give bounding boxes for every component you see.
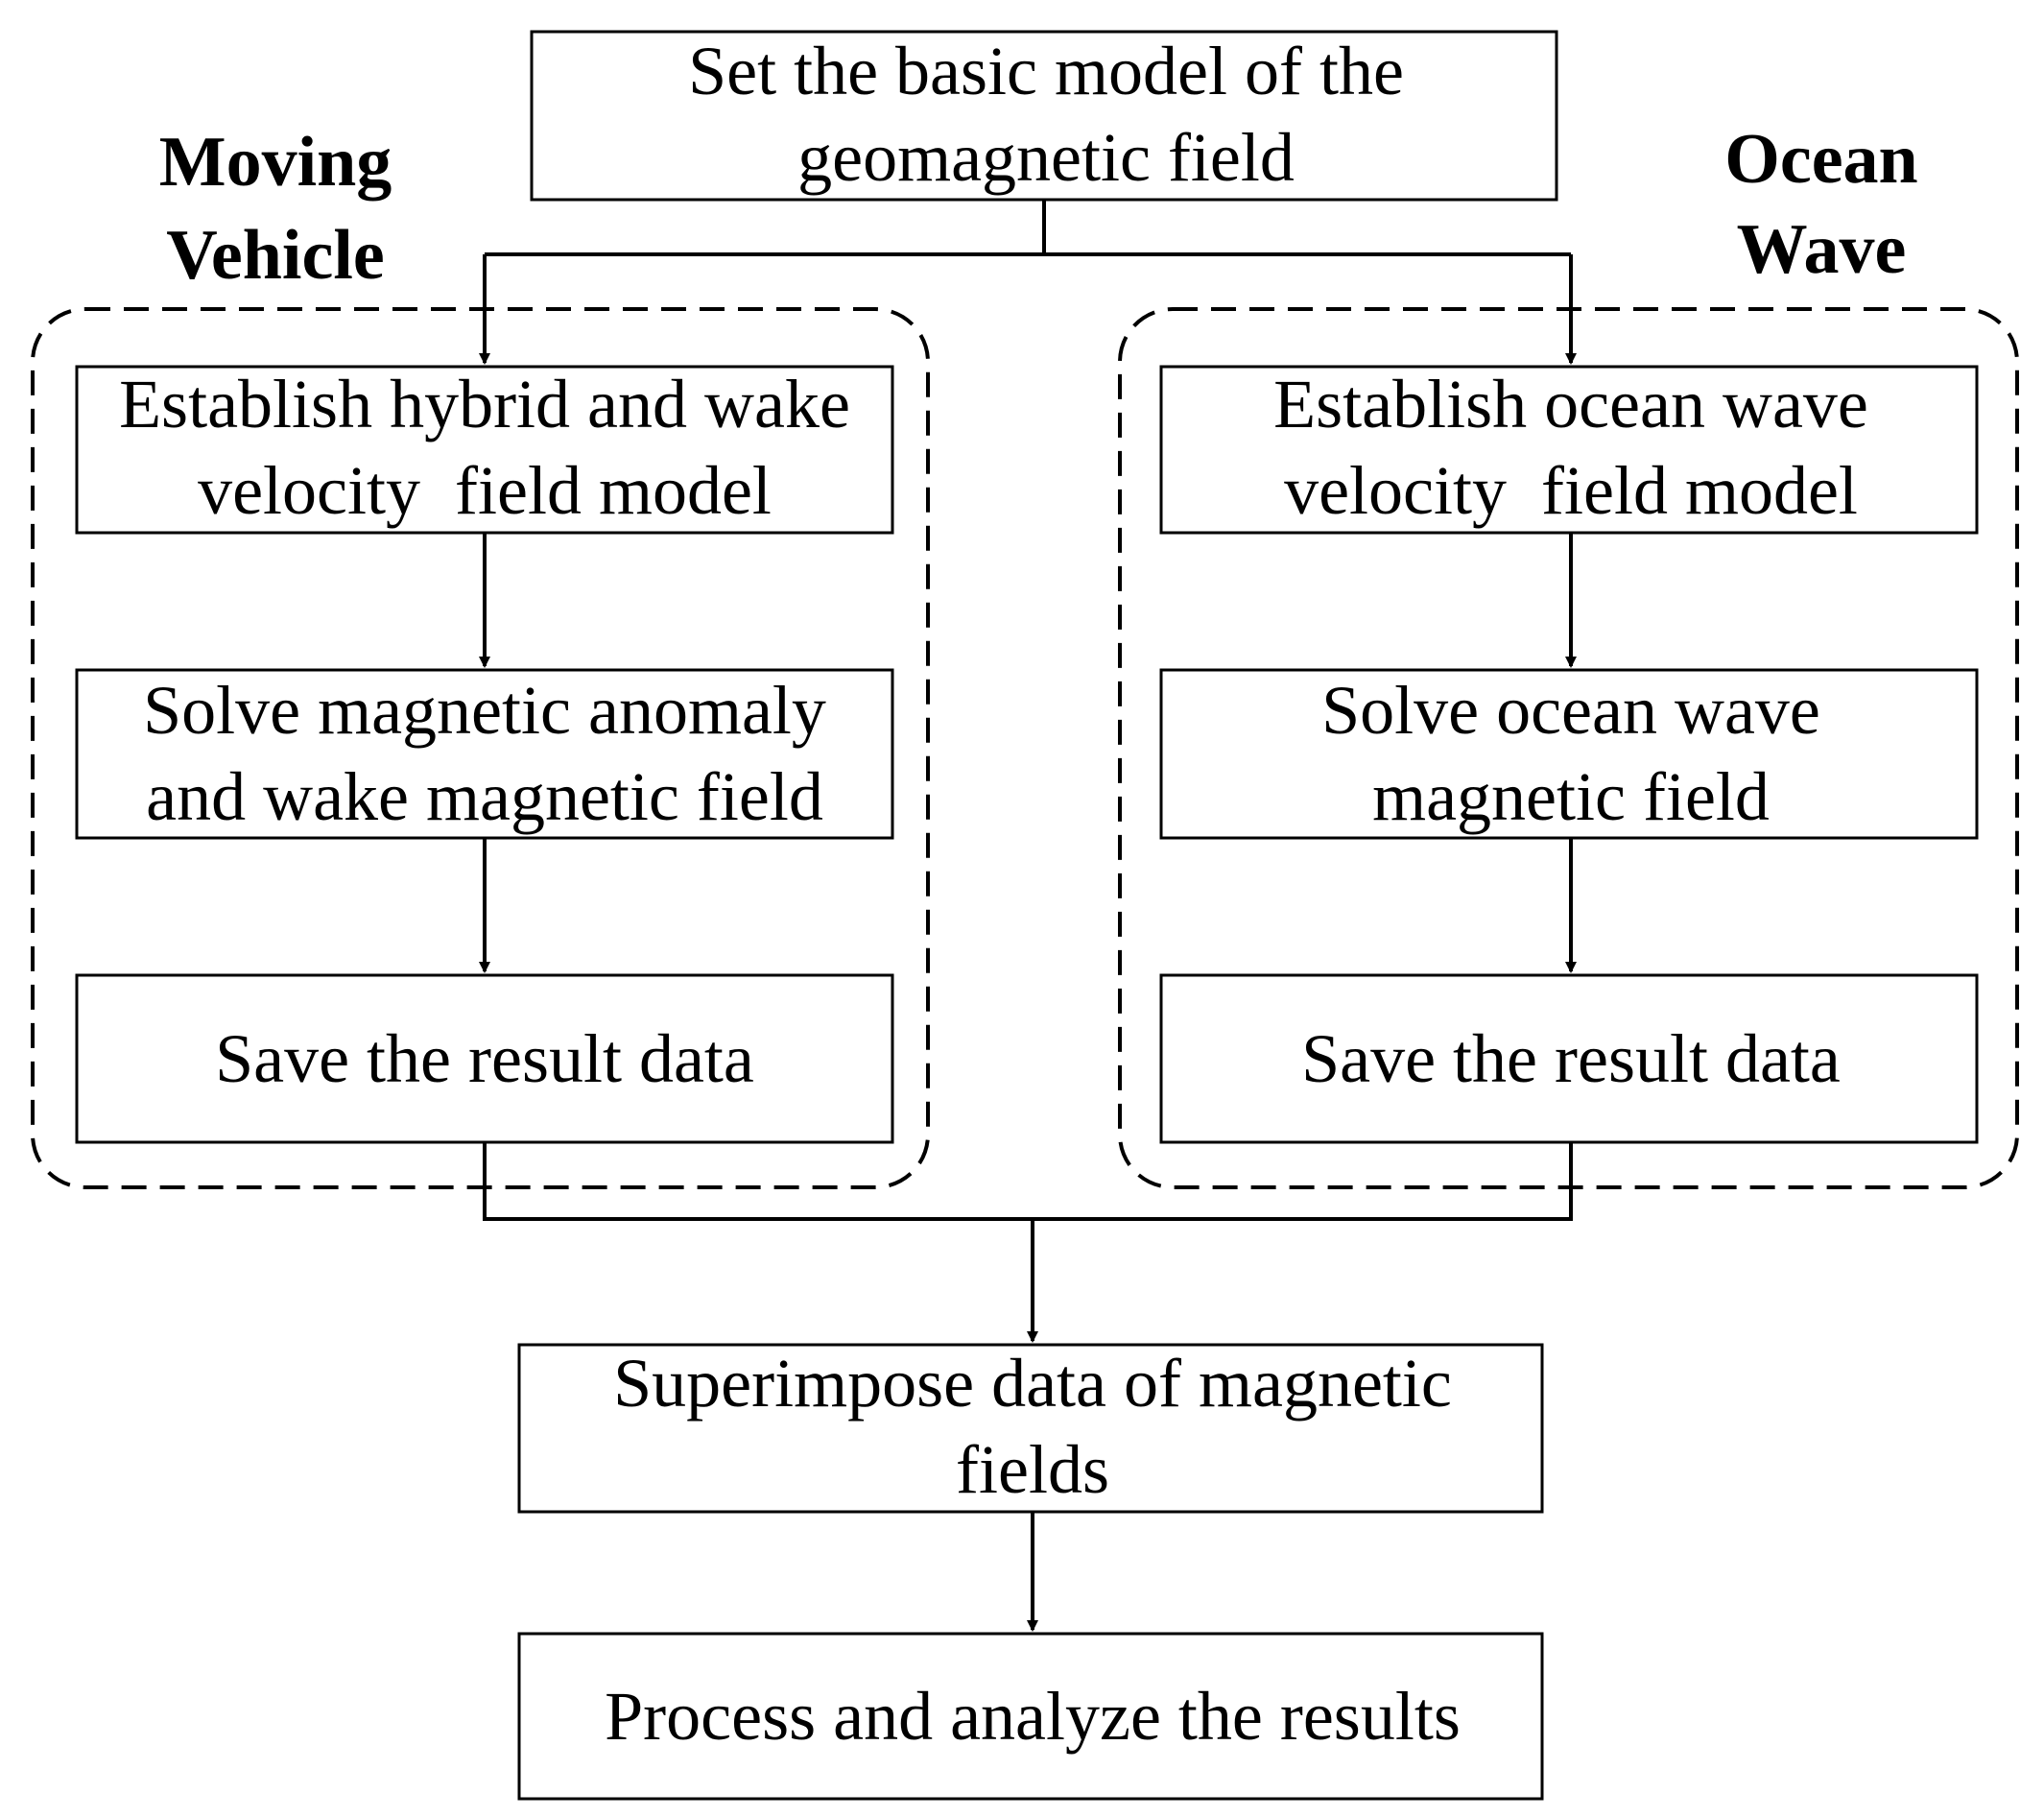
right-step-1-line2: velocity field model [1284,452,1858,529]
left-step-1-line2: velocity field model [198,452,772,529]
right-step-2-line2: magnetic field [1372,758,1770,835]
right-step-2-box [1159,668,1979,840]
left-step-save-result-data: Save the result data [75,973,894,1144]
right-step-2-line1: Solve ocean wave [1321,672,1820,749]
right-step-solve-ocean-wave: Solve ocean wave magnetic field [1159,668,1979,840]
connector-merge-join [483,1142,1573,1221]
group-label-moving-vehicle-line2: Vehicle [166,216,384,295]
step-set-basic-model-box [530,30,1558,202]
step-process-analyze-results-line1: Process and analyze the results [605,1678,1461,1755]
right-step-establish-ocean-wave: Establish ocean wave velocity field mode… [1159,365,1979,535]
step-superimpose-data-line1: Superimpose data of magnetic [613,1345,1452,1422]
left-step-3-line1: Save the result data [215,1020,754,1097]
step-set-basic-model-line1: Set the basic model of the [688,33,1404,109]
step-set-basic-model: Set the basic model of the geomagnetic f… [530,30,1558,202]
right-step-1-box [1159,365,1979,535]
right-step-1-line1: Establish ocean wave [1273,366,1868,442]
connector-top-split [485,200,1571,256]
step-process-analyze-results: Process and analyze the results [517,1632,1544,1801]
step-superimpose-data-line2: fields [956,1431,1109,1508]
left-step-solve-magnetic-anomaly: Solve magnetic anomaly and wake magnetic… [75,668,894,840]
ocean-wave-group [1118,307,2019,1189]
step-superimpose-data: Superimpose data of magnetic fields [517,1343,1544,1514]
left-step-3-box [75,973,894,1144]
step-set-basic-model-line2: geomagnetic field [797,119,1295,196]
left-step-2-line2: and wake magnetic field [146,758,823,835]
right-step-3-box [1159,973,1979,1144]
right-step-save-result-data: Save the result data [1159,973,1979,1144]
group-label-moving-vehicle-line1: Moving [159,123,392,202]
left-step-2-line1: Solve magnetic anomaly [143,672,826,749]
group-label-ocean-wave-line1: Ocean [1724,120,1917,199]
left-step-2-box [75,668,894,840]
moving-vehicle-group [31,307,930,1189]
left-step-1-box [75,365,894,535]
right-step-3-line1: Save the result data [1301,1020,1841,1097]
step-process-analyze-results-box [517,1632,1544,1801]
left-step-establish-hybrid-wake: Establish hybrid and wake velocity field… [75,365,894,535]
group-label-ocean-wave-line2: Wave [1737,210,1907,289]
left-step-1-line1: Establish hybrid and wake [119,366,850,442]
step-superimpose-data-box [517,1343,1544,1514]
connectors [479,200,1577,1632]
